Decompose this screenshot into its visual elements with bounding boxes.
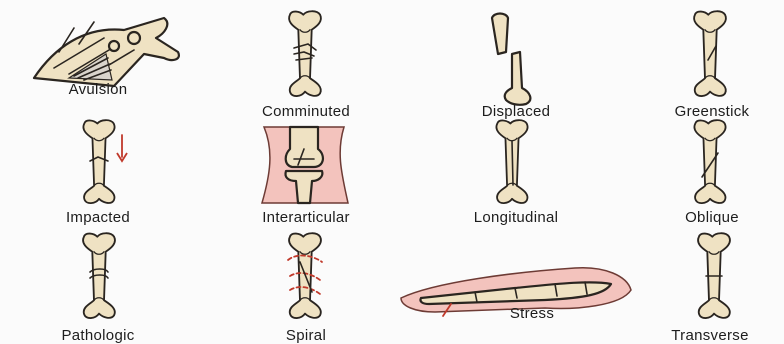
greenstick-bone-illustration: [640, 8, 784, 108]
fracture-cell-oblique: Oblique: [640, 115, 784, 225]
fracture-cell-longitudinal: Longitudinal: [440, 115, 585, 225]
fracture-cell-spiral: Spiral: [228, 230, 383, 340]
fracture-cell-avulsion: Avulsion: [14, 8, 194, 113]
oblique-bone-illustration: [640, 115, 784, 215]
label-pathologic: Pathologic: [61, 328, 134, 344]
label-avulsion: Avulsion: [69, 82, 128, 98]
fracture-cell-displaced: Displaced: [440, 8, 585, 113]
label-transverse: Transverse: [671, 328, 748, 344]
fracture-cell-pathologic: Pathologic: [14, 230, 194, 340]
transverse-bone-illustration: [640, 230, 784, 330]
fracture-cell-impacted: Impacted: [14, 115, 194, 225]
displaced-bone-illustration: [440, 8, 585, 108]
spiral-bone-illustration: [228, 230, 383, 330]
impacted-bone-illustration: [14, 115, 194, 215]
label-spiral: Spiral: [286, 328, 326, 344]
avulsion-hand-illustration: [14, 8, 194, 88]
pathologic-bone-illustration: [14, 230, 194, 330]
fracture-cell-interarticular: Interarticular: [228, 115, 383, 225]
label-oblique: Oblique: [685, 210, 739, 226]
comminuted-bone-illustration: [228, 8, 383, 108]
longitudinal-bone-illustration: [440, 115, 585, 215]
label-interarticular: Interarticular: [262, 210, 350, 226]
label-longitudinal: Longitudinal: [474, 210, 559, 226]
label-stress: Stress: [510, 306, 554, 322]
fracture-cell-greenstick: Greenstick: [640, 8, 784, 113]
fracture-cell-transverse: Transverse: [640, 230, 784, 340]
fracture-cell-stress: Stress: [395, 258, 635, 340]
label-impacted: Impacted: [66, 210, 130, 226]
interarticular-knee-illustration: [228, 115, 383, 215]
fracture-cell-comminuted: Comminuted: [228, 8, 383, 113]
